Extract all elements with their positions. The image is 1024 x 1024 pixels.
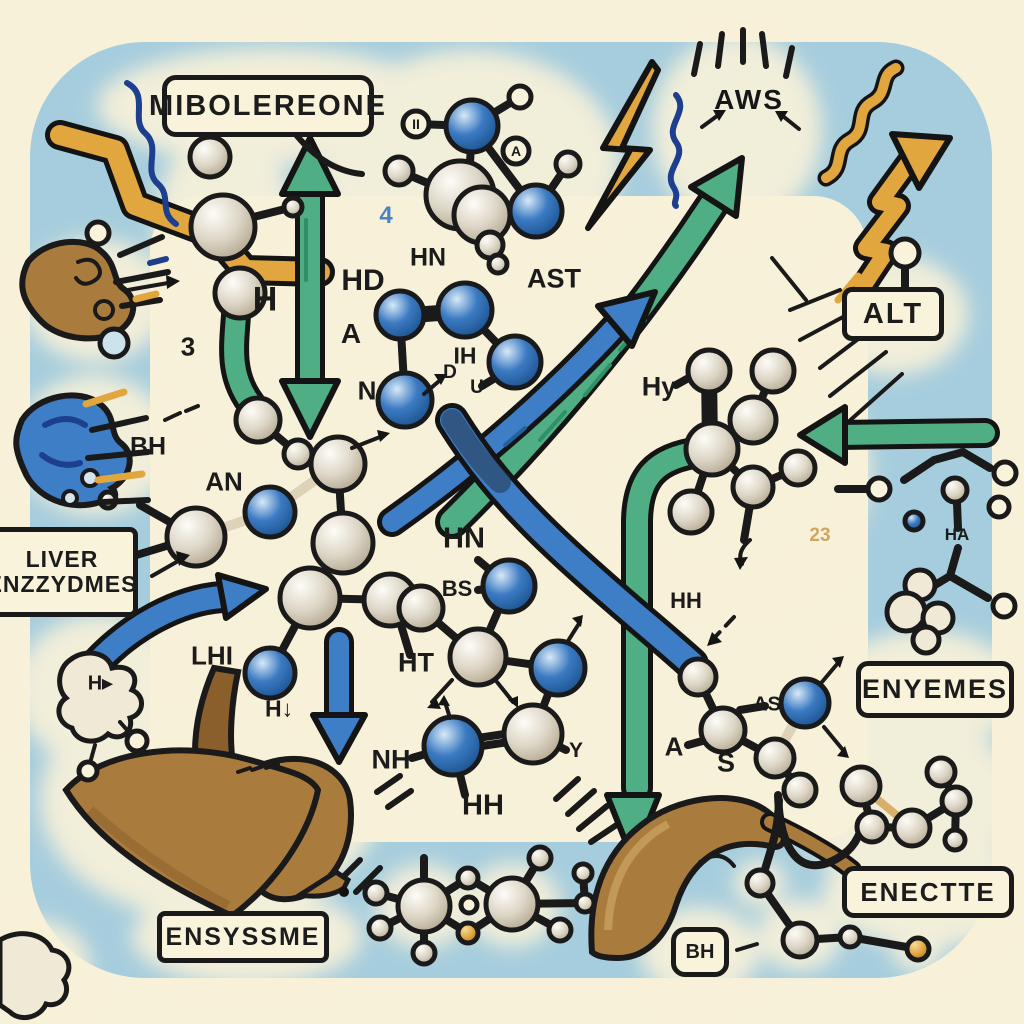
bubble-left-band	[97, 326, 131, 360]
molecule-right-lower	[677, 656, 868, 870]
brown-blob-organ	[19, 238, 137, 342]
enyemes-text: ENYEMES	[861, 674, 1009, 704]
blue-bent-tube	[435, 403, 709, 681]
blue-swoosh-arrow	[76, 572, 269, 684]
molecule-right-center	[667, 347, 818, 570]
molecule-enyemes-cluster	[839, 755, 973, 853]
alt-text: ALT	[862, 297, 924, 330]
small-circle-left-band	[84, 219, 112, 247]
chem-line-structure-right	[834, 447, 1019, 656]
bh-text: BH	[685, 940, 715, 963]
liver-enzymes-line2: ENZZYDMES	[0, 571, 138, 597]
gold-lightning-bolt	[585, 59, 661, 231]
liver-enzymes-line1: LIVER	[25, 546, 99, 573]
molecule-center-chain	[373, 280, 544, 430]
aws-text: AWS	[714, 84, 784, 115]
molecule-center-bottom	[361, 556, 588, 799]
enectte-text: ENECTTE	[860, 876, 996, 907]
blue-small-down-arrow	[310, 627, 368, 765]
molecule-bottom-right-chain	[698, 796, 932, 963]
bh-label-box: BH	[671, 927, 729, 977]
gold-zigzag-arrow	[834, 131, 953, 314]
aws-label: AWS	[703, 84, 795, 116]
liver-enzymes-label-box: LIVER ENZZYDMES	[0, 527, 138, 617]
enyemes-label-box: ENYEMES	[856, 661, 1014, 718]
navy-squiggle-topcenter	[667, 92, 684, 209]
molecule-bottom-band	[362, 844, 597, 967]
white-blob-bottom-left	[0, 931, 72, 1021]
ensyssme-text: ENSYSSME	[165, 922, 321, 951]
white-blob-left	[56, 650, 150, 783]
green-left-arrow	[797, 404, 1000, 466]
mibolereone-label-box: MIBOLEREONE	[149, 75, 385, 137]
mibolereone-text: MIBOLEREONE	[149, 89, 387, 122]
enectte-label-box: ENECTTE	[842, 866, 1014, 918]
green-double-arrow	[279, 135, 341, 440]
molecule-top-center	[382, 83, 583, 276]
speed-lines	[82, 27, 904, 895]
molecule-left-cluster	[116, 395, 394, 701]
small-arrows	[126, 110, 801, 646]
ensyssme-label-box: ENSYSSME	[157, 911, 329, 963]
navy-squiggle-topleft	[124, 80, 179, 227]
alt-label-box: ALT	[842, 287, 944, 341]
liver-organ	[62, 664, 354, 920]
gold-squiggle-topright	[817, 59, 905, 187]
